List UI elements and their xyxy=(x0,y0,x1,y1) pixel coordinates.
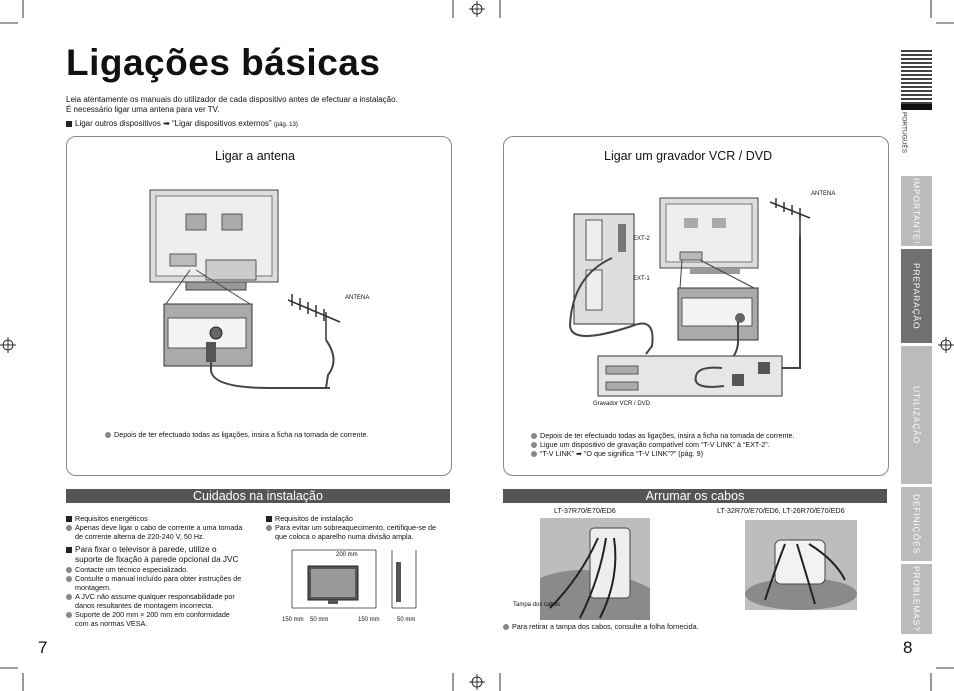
square-bullet-icon xyxy=(266,516,272,522)
energy-text: Apenas deve ligar o cabo de corrente a u… xyxy=(66,523,262,532)
list-item: Depois de ter efectuado todas as ligaçõe… xyxy=(531,431,795,440)
energy-requirements: Requisitos energéticos Apenas deve ligar… xyxy=(66,514,262,628)
language-label: PORTUGUÊS xyxy=(900,112,908,154)
arrow-icon: ➡ xyxy=(163,119,170,128)
care-section-bar: Cuidados na instalação xyxy=(66,489,450,503)
energy-text-cont: de corrente alterna de 220-240 V, 50 Hz. xyxy=(75,532,205,541)
tab-definicoes[interactable]: DEFINIÇÕES xyxy=(901,487,932,561)
intro-ref-text: Ligar outros dispositivos xyxy=(75,119,161,128)
bullet-icon xyxy=(66,525,72,531)
list-item: Contacte um técnico especializado. xyxy=(66,565,262,574)
model-right-label: LT-32R70/E70/ED6, LT-26R70/E70/ED6 xyxy=(717,506,845,515)
intro-line-2: É necessário ligar uma antena para ver T… xyxy=(66,105,220,114)
list-item-cont: montagem. xyxy=(75,583,111,592)
cable-cover-label: Tampa dos cabos xyxy=(513,602,561,608)
bullet-icon xyxy=(66,567,72,573)
dim-bottom-left: 150 mm xyxy=(282,617,304,623)
bullet-icon xyxy=(105,432,111,438)
square-bullet-icon xyxy=(66,547,72,553)
intro-ref-target[interactable]: “Ligar dispositivos externos” xyxy=(172,119,272,128)
cable-section-bar: Arrumar os cabos xyxy=(503,489,887,503)
tab-problemas[interactable]: PROBLEMAS? xyxy=(901,564,932,634)
list-item: A JVC não assume qualquer responsabilida… xyxy=(66,592,262,601)
bullet-icon xyxy=(531,433,537,439)
bullet-icon xyxy=(66,576,72,582)
intro-line-1: Leia atentamente os manuais do utilizado… xyxy=(66,95,398,104)
dim-bottom-right2: 50 mm xyxy=(397,617,416,623)
bullet-icon xyxy=(531,451,537,457)
antenna-label: ANTENA xyxy=(345,295,370,301)
install-text: Para evitar um sobreaquecimento, certifi… xyxy=(266,523,450,532)
antenna-box-title: Ligar a antena xyxy=(215,149,295,163)
wall-mount-heading: Para fixar o televisor à parede, utilize… xyxy=(66,545,262,565)
ext1-label: EXT-1 xyxy=(633,276,650,282)
clearance-diagram xyxy=(291,549,417,609)
list-item-cont: danos resultantes de montagem incorrecta… xyxy=(75,601,214,610)
intro-text: Leia atentamente os manuais do utilizado… xyxy=(66,95,398,130)
tab-utilizacao[interactable]: UTILIZAÇÃO xyxy=(901,346,932,484)
dim-bottom-mid: 50 mm xyxy=(310,617,329,623)
antenna-connection-illustration xyxy=(149,189,341,389)
installation-requirements: Requisitos de instalação Para evitar um … xyxy=(266,514,450,541)
language-stripes xyxy=(901,50,932,110)
energy-heading: Requisitos energéticos xyxy=(66,514,262,523)
bullet-icon xyxy=(266,525,272,531)
list-item[interactable]: “T-V LINK” ➡ “O que significa “T-V LINK”… xyxy=(531,449,795,458)
list-item: Ligue um dispositivo de gravação compatí… xyxy=(531,440,795,449)
bullet-icon xyxy=(66,594,72,600)
page-number-right: 8 xyxy=(903,638,913,657)
list-item: Consulte o manual incluído para obter in… xyxy=(66,574,262,583)
bullet-icon xyxy=(503,624,509,630)
tab-preparacao[interactable]: PREPARAÇÃO xyxy=(901,249,932,343)
square-bullet-icon xyxy=(66,516,72,522)
cable-cover-illustration-left xyxy=(540,518,650,620)
cable-cover-illustration-right xyxy=(745,520,857,610)
vcr-box xyxy=(503,136,889,476)
vcr-box-title: Ligar um gravador VCR / DVD xyxy=(604,149,773,163)
install-text-cont: que coloca o aparelho numa divisão ampla… xyxy=(275,532,414,541)
dim-top: 200 mm xyxy=(336,552,358,558)
square-bullet-icon xyxy=(66,121,72,127)
tab-importante[interactable]: IMPORTANTE! xyxy=(901,176,932,246)
bullet-icon xyxy=(531,442,537,448)
cable-note: Para retirar a tampa dos cabos, consulte… xyxy=(503,622,699,631)
ext2-label: EXT-2 xyxy=(633,236,650,242)
intro-reference: Ligar outros dispositivos ➡ “Ligar dispo… xyxy=(66,119,398,130)
page-number-left: 7 xyxy=(38,638,48,657)
antenna-box xyxy=(66,136,452,476)
language-marker xyxy=(901,104,932,110)
vcr-connection-illustration xyxy=(568,197,811,397)
list-item-cont: com as normas VESA. xyxy=(75,619,148,628)
antenna-note: Depois de ter efectuado todas as ligaçõe… xyxy=(105,430,369,439)
intro-ref-page: (pág. 13) xyxy=(273,122,298,128)
install-heading: Requisitos de instalação xyxy=(266,514,450,523)
recorder-label: Gravador VCR / DVD xyxy=(593,401,651,407)
vcr-antenna-label: ANTENA xyxy=(811,191,836,197)
bullet-icon xyxy=(66,612,72,618)
list-item: Suporte de 200 mm × 200 mm em conformida… xyxy=(66,610,262,619)
model-left-label: LT-37R70/E70/ED6 xyxy=(554,506,616,515)
dim-bottom-right1: 150 mm xyxy=(358,617,380,623)
page-title: Ligações básicas xyxy=(66,42,381,83)
vcr-notes: Depois de ter efectuado todas as ligaçõe… xyxy=(531,431,795,458)
